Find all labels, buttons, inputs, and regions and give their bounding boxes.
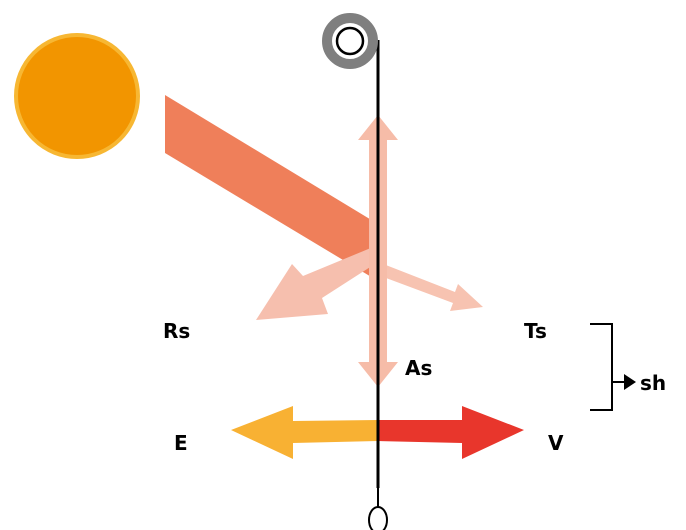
reflected-radiation-arrow	[256, 245, 378, 320]
sun-icon	[16, 35, 138, 157]
label-ts: Ts	[524, 319, 547, 343]
transmitted-radiation-arrow	[378, 262, 483, 311]
label-rs: Rs	[163, 319, 190, 343]
label-v: V	[548, 431, 564, 455]
bracket-arrow-head	[624, 374, 636, 390]
label-sh: sh	[640, 371, 666, 395]
ventilation-arrow	[378, 406, 524, 459]
pull-cord-weight-icon	[369, 507, 387, 530]
label-e: E	[174, 431, 188, 455]
incoming-solar-beam	[165, 95, 378, 281]
pulley-inner-icon	[337, 28, 363, 54]
ts-v-bracket	[590, 324, 612, 410]
energy-arrow	[231, 406, 378, 459]
label-as: As	[405, 356, 432, 380]
